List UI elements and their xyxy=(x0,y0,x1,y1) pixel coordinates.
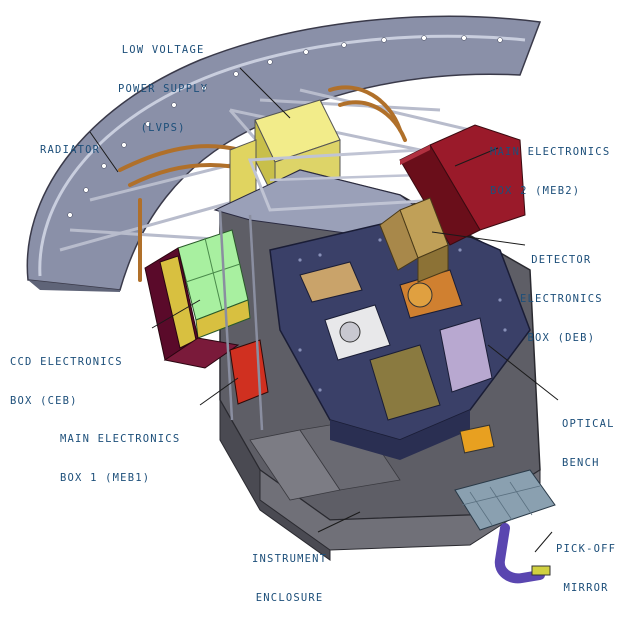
label-optical-bench: OPTICAL BENCH xyxy=(562,418,615,469)
optical-bench-plate xyxy=(269,214,531,460)
label-ceb: CCD ELECTRONICS BOX (CEB) xyxy=(10,356,123,407)
label-meb1: MAIN ELECTRONICS BOX 1 (MEB1) xyxy=(60,433,181,484)
label-instrument-enclosure: INSTRUMENT ENCLOSURE xyxy=(252,553,328,604)
side-struts xyxy=(218,209,264,431)
instrument-illustration xyxy=(26,15,559,584)
pickoff-mirror-assembly xyxy=(454,469,556,584)
leader-lines xyxy=(89,67,559,553)
radiator-shell xyxy=(26,15,542,292)
instrument-diagram: LOW VOLTAGE POWER SUPPLY (LVPS) RADIATOR… xyxy=(10,15,615,604)
label-deb: DETECTOR ELECTRONICS BOX (DEB) xyxy=(520,254,603,344)
label-pickoff-mirror: PICK-OFF MIRROR xyxy=(556,543,617,594)
label-radiator: RADIATOR xyxy=(40,144,101,156)
label-meb2: MAIN ELECTRONICS BOX 2 (MEB2) xyxy=(490,146,611,197)
deb-box xyxy=(379,197,449,283)
ceb-box xyxy=(177,229,251,339)
label-lvps: LOW VOLTAGE POWER SUPPLY (LVPS) xyxy=(118,44,209,134)
